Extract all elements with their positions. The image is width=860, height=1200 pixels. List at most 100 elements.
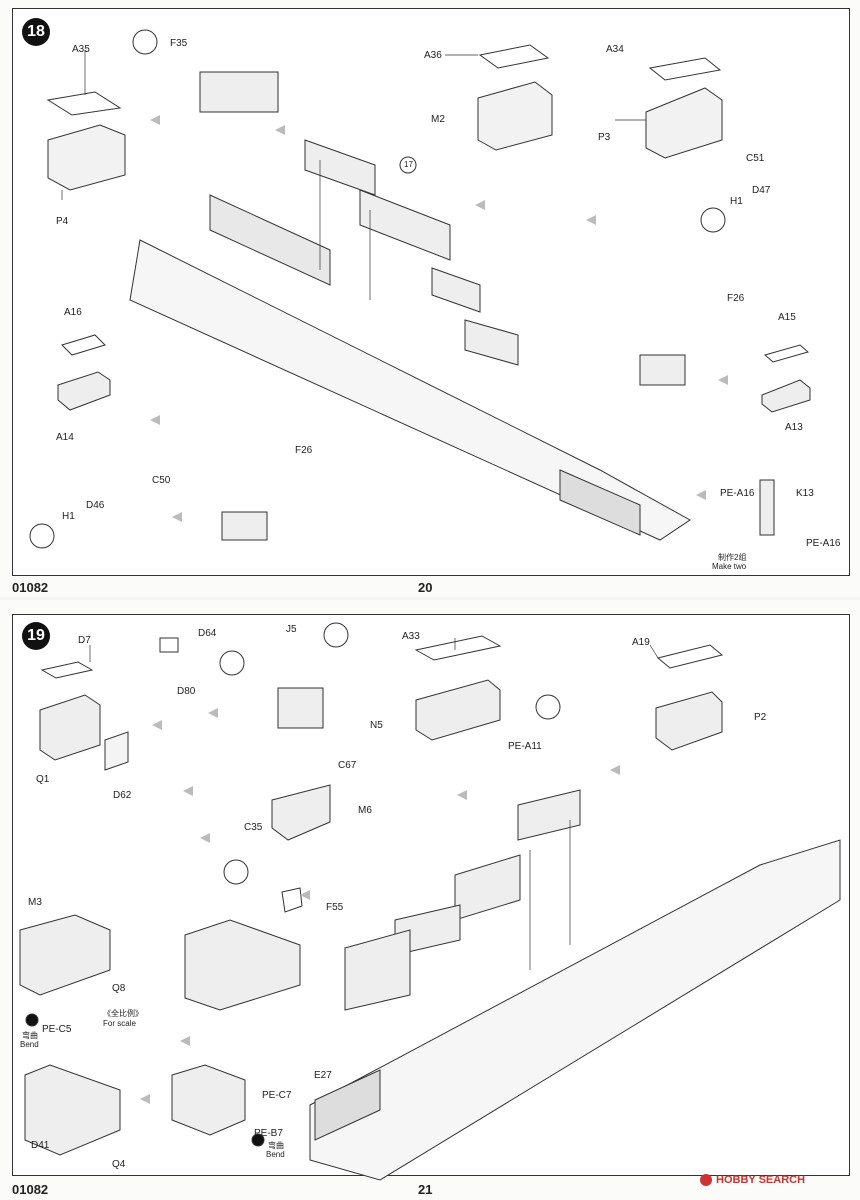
label-a19: A19 [632,637,650,648]
part-a14 [57,371,111,411]
bend-cn-1: 弯曲 [22,1031,38,1040]
part-a34 [648,57,722,81]
part-m2 [477,81,553,151]
part-chassis-small [184,919,301,1011]
part-f26-base-b [221,511,268,541]
hobby-search-watermark: HOBBY SEARCH [700,1174,805,1186]
label-a15: A15 [778,312,796,323]
label-d7: D7 [78,635,91,646]
label-c50: C50 [152,475,171,486]
assembly-diagram-step-19 [19,622,841,1181]
label-d64: D64 [198,628,217,639]
label-pe-c7: PE-C7 [262,1090,292,1101]
part-d7 [40,661,94,679]
part-pe-c7 [171,1064,246,1136]
part-p3 [645,87,723,159]
make-two-note: Make two [712,562,747,571]
label-a16: A16 [64,307,82,318]
detail-callout-f35 [132,29,158,55]
bend-icon-1 [25,1013,39,1027]
detail-callout-pe-a11 [535,694,561,720]
label-m3: M3 [28,897,42,908]
part-j5-box [277,687,324,729]
radiator-housing [209,194,331,286]
label-d80: D80 [177,686,196,697]
part-q1 [39,694,101,761]
part-a33 [414,635,502,661]
upper-housing-2 [359,189,451,261]
label-j5: J5 [286,624,297,635]
part-m3 [19,914,111,996]
label-d47: D47 [752,185,771,196]
label-h1-top: H1 [730,196,743,207]
bend-note-1: Bend [20,1040,39,1049]
part-a16 [61,334,106,356]
label-pe-a16-bottom: PE-A16 [806,538,841,549]
page-number: 20 [418,580,433,595]
chassis-frame-main [309,839,841,1181]
label-d46: D46 [86,500,105,511]
label-e27: E27 [314,1070,332,1081]
label-p4: P4 [56,216,69,227]
label-pe-c5: PE-C5 [42,1024,72,1035]
part-q4-assembly [24,1064,121,1156]
label-d62: D62 [113,790,132,801]
part-k13 [759,479,775,536]
bend-icon-2 [251,1133,265,1147]
label-p2: P2 [754,712,767,723]
bend-note-2: Bend [266,1150,285,1159]
chassis-frame [129,239,691,541]
label-a34: A34 [606,44,624,55]
part-f55 [281,887,303,913]
label-n5: N5 [370,720,383,731]
bend-cn-2: 弯曲 [268,1141,284,1150]
upper-housing-3 [431,267,481,313]
watermark-logo-icon [700,1174,712,1186]
page-number: 21 [418,1182,433,1197]
part-a35 [46,91,122,116]
label-pe-a11: PE-A11 [508,741,542,752]
part-f35-block [199,71,279,113]
product-code: 01082 [12,1182,49,1197]
label-c67: C67 [338,760,357,771]
label-h1-bottom: H1 [62,511,75,522]
label-a35: A35 [72,44,90,55]
part-a13 [761,379,811,413]
upper-housing-a [454,854,521,921]
part-p4 [47,124,126,191]
upper-housing-b [517,789,581,841]
label-q8: Q8 [112,983,126,994]
label-a33: A33 [402,631,420,642]
label-c51: C51 [746,153,765,164]
engine-block [314,1069,381,1141]
detail-callout-c35 [223,859,249,885]
product-code: 01082 [12,580,49,595]
label-f35: F35 [170,38,188,49]
label-a14: A14 [56,432,74,443]
part-a15 [763,344,810,363]
part-d62 [104,731,129,771]
detail-callout-c51 [700,207,726,233]
part-n5 [415,679,501,741]
label-ref-17: 17 [404,160,413,169]
part-a19 [656,644,724,669]
watermark-text: HOBBY SEARCH [716,1174,806,1186]
scale-note: For scale [103,1019,136,1028]
label-d41: D41 [31,1140,50,1151]
label-m2: M2 [431,114,445,125]
make-two-cn: 制作2组 [718,553,747,562]
detail-callout-d80 [219,650,245,676]
part-a36 [478,44,550,69]
label-f55: F55 [326,902,344,913]
instruction-page-21: 19 [0,600,860,1200]
step-number-badge: 19 [22,622,50,650]
part-m6 [271,784,331,841]
part-f26-base-a [639,354,686,386]
label-a13: A13 [785,422,803,433]
detail-callout-j5 [323,622,349,648]
label-c35: C35 [244,822,263,833]
instruction-page-20: 18 [0,0,860,597]
assembly-diagram-step-18 [29,29,811,549]
upper-housing-4 [464,319,519,366]
label-f26-left: F26 [295,445,313,456]
